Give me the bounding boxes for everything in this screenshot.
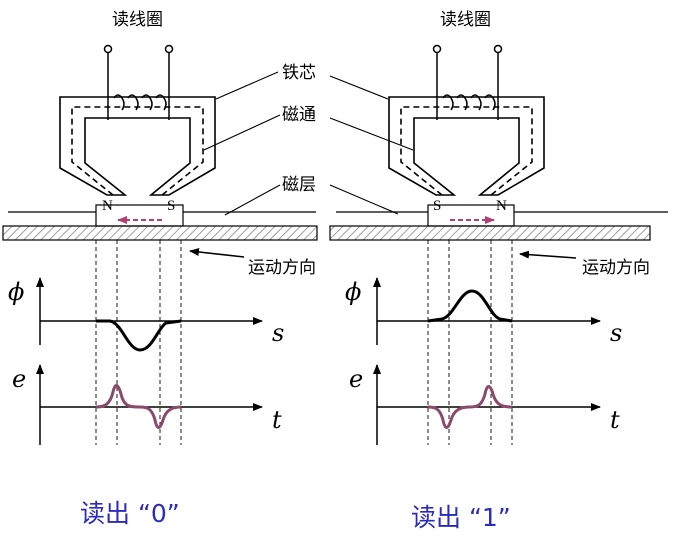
right-coil-wires (432, 44, 503, 120)
left-phi-axes (36, 277, 263, 345)
right-guide-lines (427, 240, 513, 445)
core-label: 铁芯 (282, 63, 316, 83)
right-t-label: t (610, 406, 620, 434)
left-phi-label: ϕ (8, 278, 24, 306)
left-caption: 读出 “0” (80, 499, 180, 528)
left-callouts (203, 71, 281, 216)
left-panel: 读线圈 铁芯 磁通 磁层 N (2, 10, 318, 528)
right-phi-curve (427, 289, 513, 323)
right-coil-label: 读线圈 (440, 10, 491, 30)
left-motion-label: 运动方向 (248, 258, 316, 278)
left-t-label: t (272, 406, 282, 434)
left-phi-curve (96, 319, 182, 352)
right-caption: 读出 “1” (411, 503, 511, 532)
right-motion-label: 运动方向 (582, 258, 650, 278)
right-e-axes (373, 364, 601, 445)
left-pole-n: N (102, 198, 113, 214)
flux-label: 磁通 (282, 105, 316, 125)
right-pole-n: N (496, 198, 507, 214)
right-e-label: e (349, 365, 363, 393)
right-emf-curve (427, 385, 513, 429)
left-pole-s: S (167, 198, 175, 214)
right-flux-path (400, 106, 533, 196)
right-pole-s: S (433, 198, 441, 214)
left-coil-wires (103, 44, 174, 120)
right-callouts (329, 75, 414, 215)
left-guide-lines (95, 240, 182, 445)
right-phi-axes (373, 277, 601, 345)
right-substrate (329, 225, 651, 241)
right-motion-arrow (519, 250, 577, 259)
layer-label: 磁层 (282, 175, 316, 195)
left-s-label: s (272, 319, 284, 347)
right-s-label: s (610, 319, 622, 347)
left-substrate (2, 225, 318, 241)
left-iron-core (59, 96, 216, 196)
left-e-label: e (12, 365, 26, 393)
left-flux-path (71, 106, 204, 196)
right-iron-core (388, 96, 545, 196)
left-coil-label: 读线圈 (112, 10, 163, 30)
left-e-axes (36, 364, 263, 445)
right-panel: 读线圈 S N 运动方向 (329, 10, 668, 532)
right-phi-label: ϕ (345, 278, 361, 306)
left-motion-arrow (189, 248, 245, 258)
left-emf-curve (95, 384, 182, 429)
